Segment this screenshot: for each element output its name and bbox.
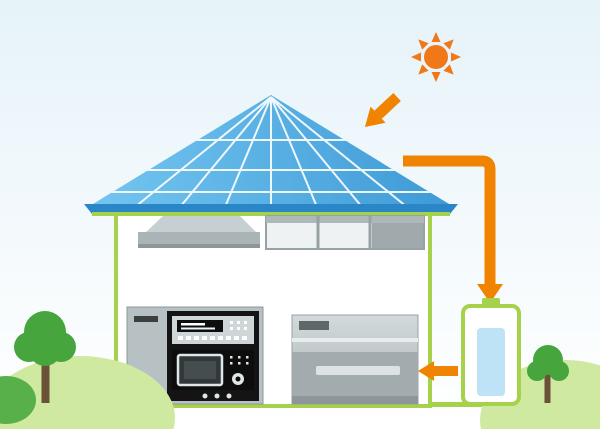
cabinet-handle <box>134 316 158 322</box>
arrow-battery-to-house-icon <box>418 361 458 381</box>
oven-microwave-unit <box>126 306 264 405</box>
tree-foliage <box>527 345 569 381</box>
battery-charge-window <box>477 328 505 396</box>
microwave-buttons <box>230 356 249 365</box>
roof-eave <box>84 204 458 214</box>
window-top-bar <box>266 216 424 223</box>
range-hood <box>138 216 260 248</box>
bush-left-dark <box>0 376 36 424</box>
oven-knobs <box>202 393 232 399</box>
tree-left <box>14 311 76 403</box>
dishwasher-toe-kick <box>292 396 418 404</box>
dishwasher <box>291 314 419 405</box>
tree-trunk <box>544 370 551 403</box>
oven-control-panel <box>172 316 254 344</box>
roof-fascia <box>92 212 450 216</box>
tree-trunk <box>41 348 50 403</box>
second-floor-windows <box>265 215 425 250</box>
tree-right <box>527 345 569 403</box>
storage-battery <box>461 298 521 406</box>
oven-buttons <box>178 321 247 340</box>
sun-core <box>424 45 448 69</box>
greenery-left <box>0 311 175 429</box>
dishwasher-control <box>299 321 329 330</box>
arrow-head-down <box>477 284 503 303</box>
window-shutter <box>372 223 423 248</box>
dishwasher-groove <box>292 338 418 342</box>
oven-display <box>177 320 223 332</box>
tree-foliage <box>14 311 76 366</box>
dishwasher-handle <box>316 366 400 375</box>
sun-icon <box>411 32 461 82</box>
microwave <box>172 350 254 390</box>
arrow-roof-to-battery-icon <box>403 155 503 303</box>
arrow-sun-to-roof-icon <box>364 92 401 128</box>
